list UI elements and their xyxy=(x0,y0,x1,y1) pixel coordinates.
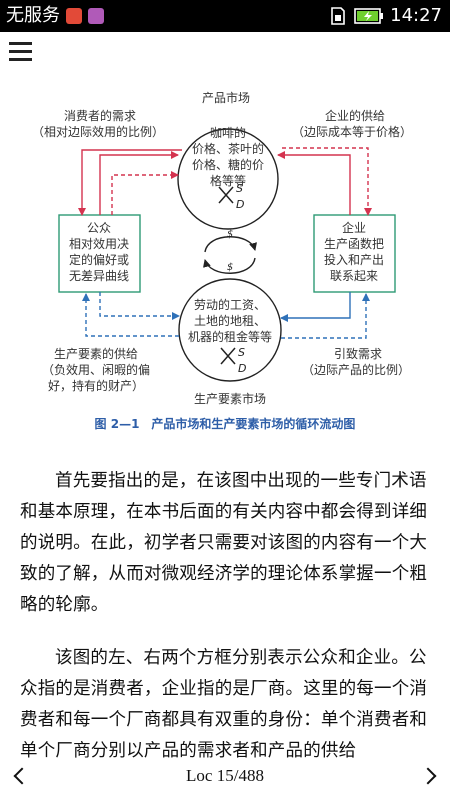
public-box-line-4: 无差异曲线 xyxy=(69,269,129,283)
carrier-text: 无服务 xyxy=(6,5,60,26)
public-box-line-1: 公众 xyxy=(87,221,111,235)
top-s-letter: S xyxy=(236,182,243,195)
firm-box-line-2: 生产函数把 xyxy=(324,236,384,251)
top-circle-line-3: 价格、糖的价 xyxy=(192,157,264,172)
product-market-circle xyxy=(177,128,279,230)
app-notification-icon xyxy=(66,8,82,24)
bottom-s-letter: S xyxy=(238,346,245,359)
factor-supply-demand-cross-icon xyxy=(220,347,236,365)
reader-footer: Loc 15/488 xyxy=(0,760,450,796)
factor-supply-label: 生产要素的供给 xyxy=(54,346,138,361)
public-box-line-3: 定的偏好或 xyxy=(69,252,129,267)
bottom-d-letter: D xyxy=(238,362,246,375)
consumer-demand-label: 消费者的需求 xyxy=(64,108,136,123)
reader-top-bar xyxy=(0,32,450,72)
top-d-letter: D xyxy=(236,198,244,211)
factor-supply-note-1: （负效用、闲暇的偏 xyxy=(42,362,150,377)
money-cycle-arrows xyxy=(203,236,257,274)
status-bar: 无服务 14:27 xyxy=(0,0,450,32)
firm-supply-note: （边际成本等于价格） xyxy=(292,124,412,139)
figure-caption: 图 2—1 产品市场和生产要素市场的循环流动图 xyxy=(95,416,356,431)
gallery-notification-icon xyxy=(88,8,104,24)
consumer-demand-note: （相对边际效用的比例） xyxy=(32,124,164,139)
firm-box-line-1: 企业 xyxy=(342,220,366,235)
paragraph-2: 该图的左、右两个方框分别表示公众和企业。公众指的是消费者，企业指的是厂商。这里的… xyxy=(20,648,428,761)
factor-market-label: 生产要素市场 xyxy=(194,391,266,406)
sim-card-icon xyxy=(331,7,345,25)
bottom-circle-line-3: 机器的租金等等 xyxy=(188,329,272,344)
circular-flow-figure: 产品市场 咖啡的 价格、茶叶的 价格、糖的价 格等等 S D $ $ 劳动的工资… xyxy=(32,90,412,431)
derived-demand-note: （边际产品的比例） xyxy=(302,362,410,377)
top-circle-line-2: 价格、茶叶的 xyxy=(192,141,264,156)
product-market-label: 产品市场 xyxy=(202,90,250,105)
menu-icon[interactable] xyxy=(9,42,32,62)
supply-demand-cross-icon xyxy=(218,186,234,204)
factor-flow-arrows xyxy=(82,292,370,339)
firm-box-line-3: 投入和产出 xyxy=(324,252,384,267)
location-indicator: Loc 15/488 xyxy=(186,766,264,785)
factor-supply-note-2: 好，持有的财产） xyxy=(48,378,144,393)
bottom-circle-line-1: 劳动的工资、 xyxy=(194,297,266,312)
firm-supply-label: 企业的供给 xyxy=(325,108,385,123)
clock-time: 14:27 xyxy=(390,5,442,26)
cycle-dollar-top: $ xyxy=(227,229,233,240)
battery-charging-icon xyxy=(354,8,384,24)
top-circle-line-4: 格等等 xyxy=(210,173,246,188)
top-circle-line-1: 咖啡的 xyxy=(210,125,246,140)
factor-market-circle xyxy=(178,278,282,382)
firm-box xyxy=(313,214,396,293)
firm-box-line-4: 联系起来 xyxy=(330,269,378,283)
public-box-line-2: 相对效用决 xyxy=(69,236,129,251)
product-flow-arrows xyxy=(78,147,372,216)
derived-demand-label: 引致需求 xyxy=(334,347,382,361)
reading-text: 首先要指出的是，在该图中出现的一些专门术语和基本原理，在本书后面的有关内容中都会… xyxy=(20,466,436,789)
paragraph-1: 首先要指出的是，在该图中出现的一些专门术语和基本原理，在本书后面的有关内容中都会… xyxy=(20,471,428,615)
cycle-dollar-bottom: $ xyxy=(227,262,233,273)
bottom-circle-line-2: 土地的地租、 xyxy=(194,313,266,328)
public-box xyxy=(58,214,141,293)
